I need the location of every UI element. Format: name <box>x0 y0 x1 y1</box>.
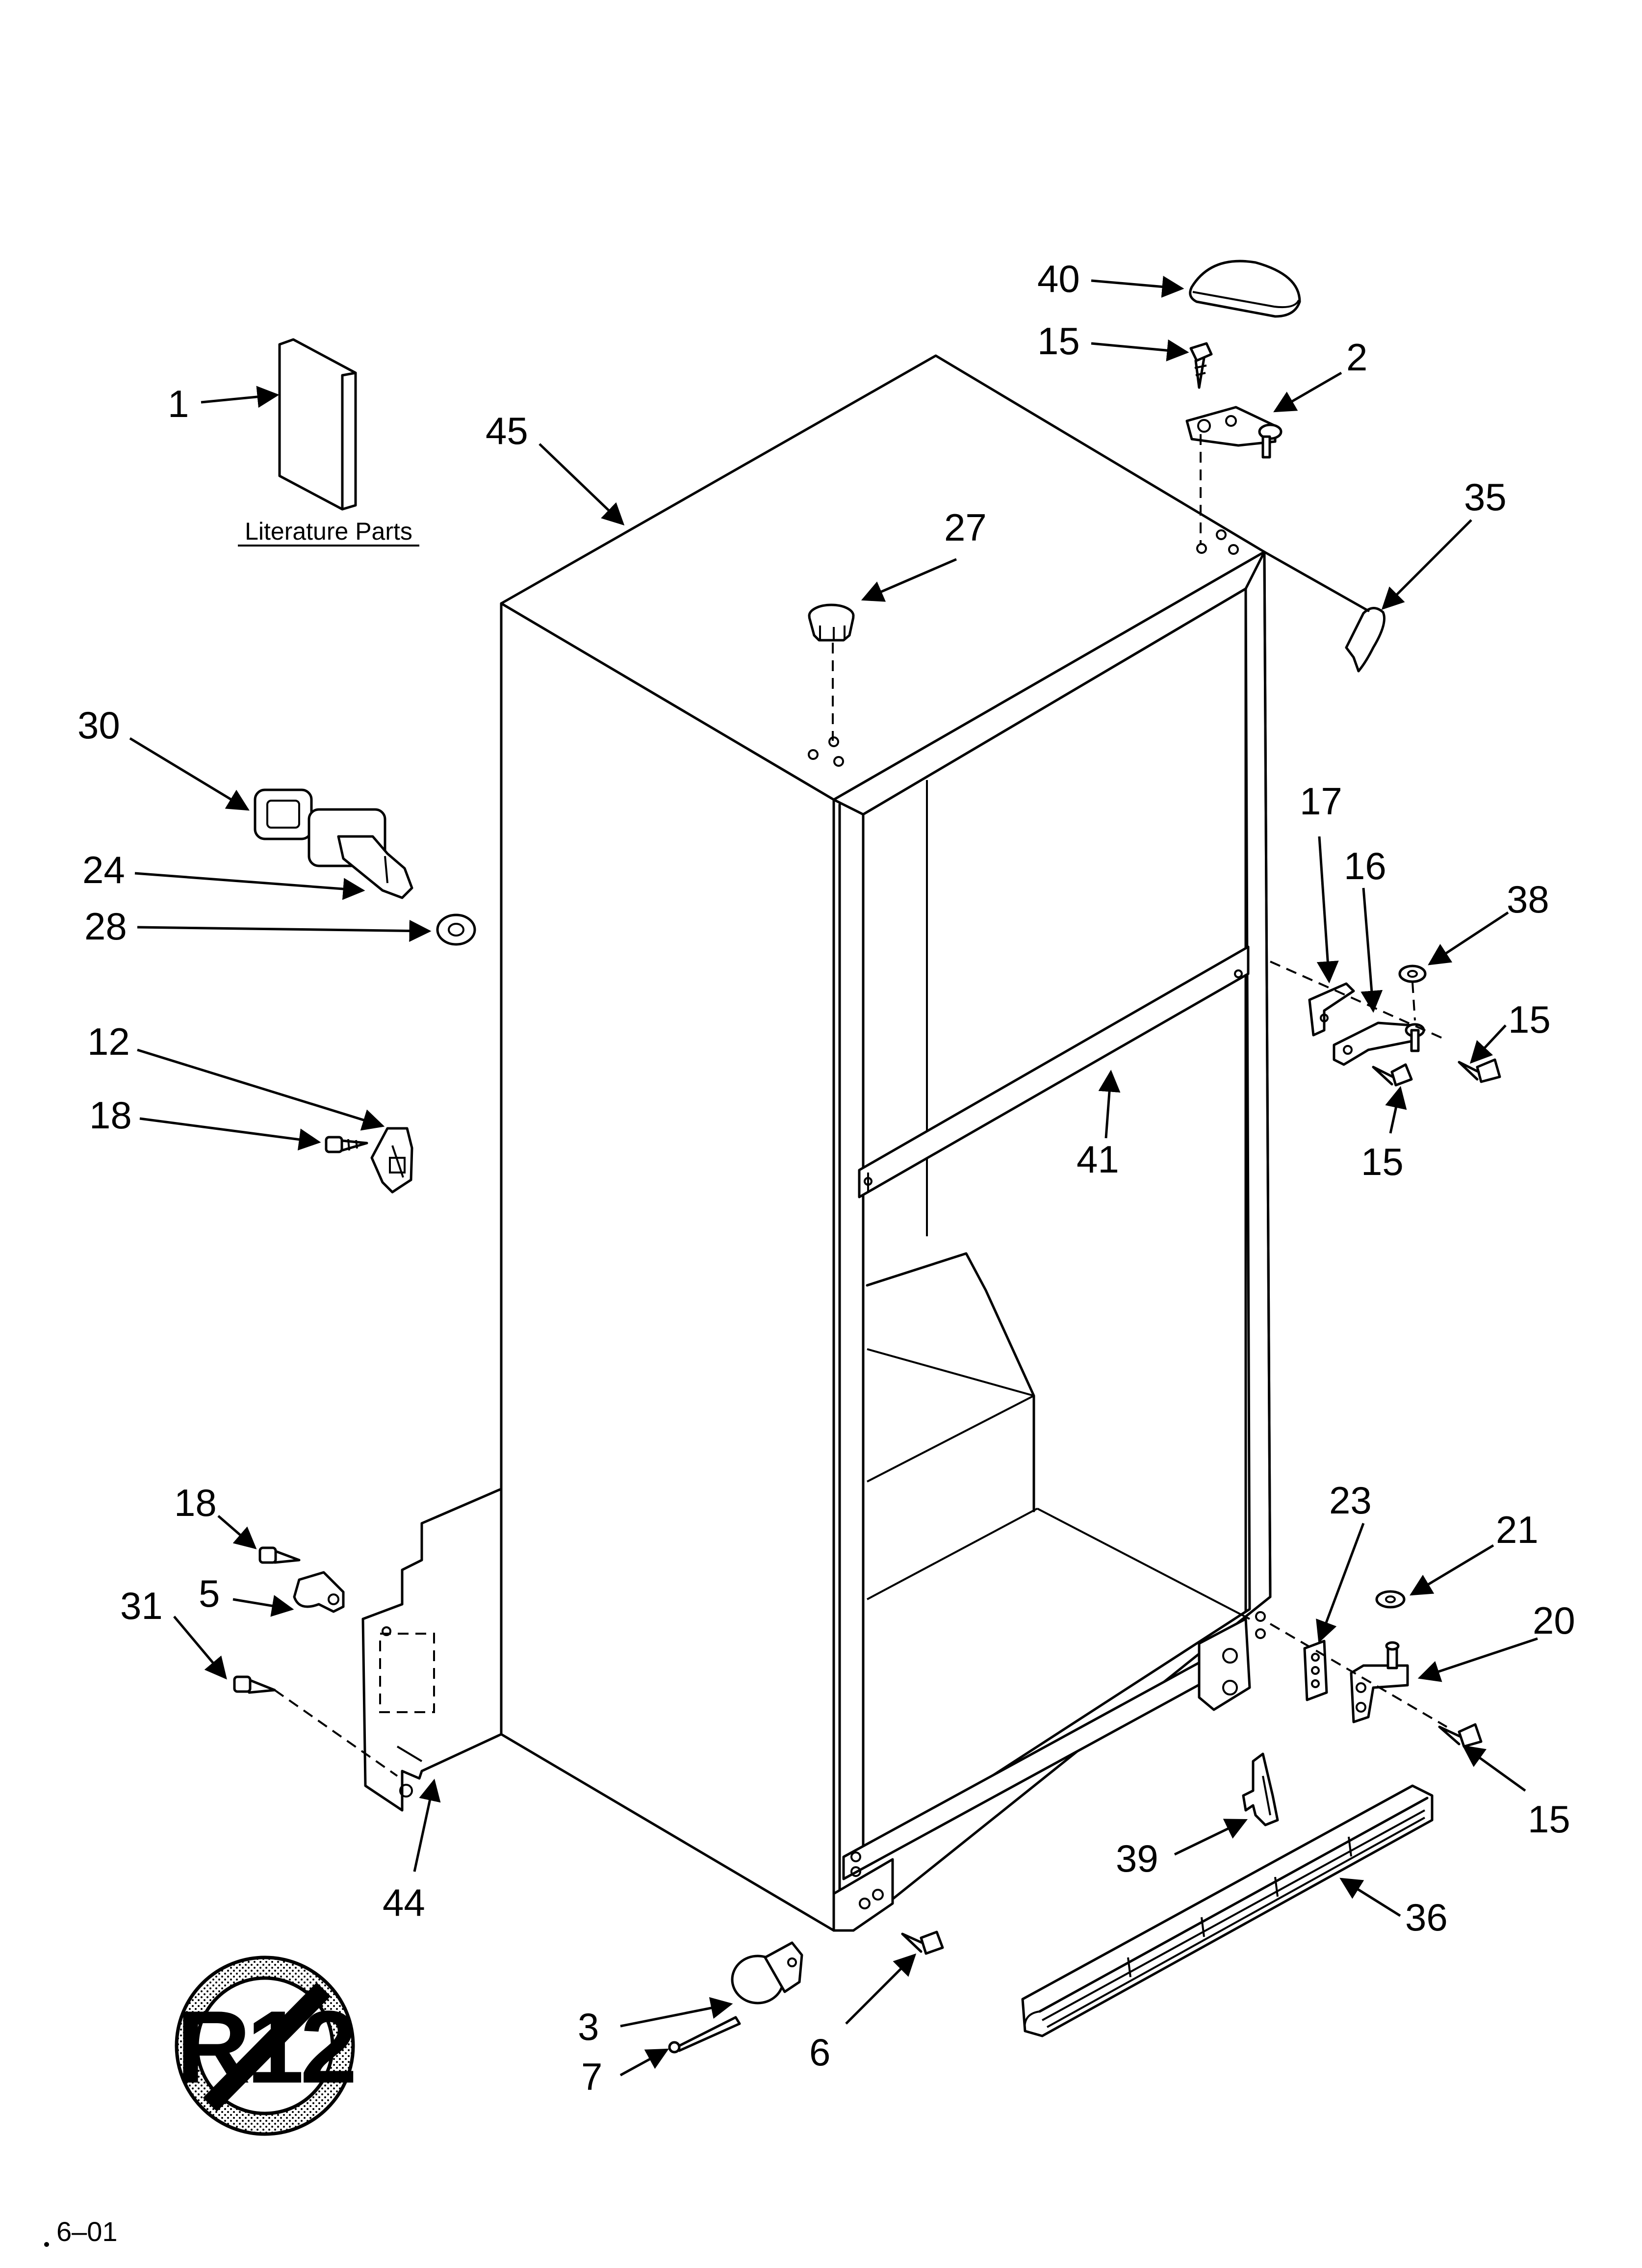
callout-17: 17 <box>1300 780 1342 823</box>
shim-part <box>1303 1640 1328 1701</box>
washer-38 <box>1398 965 1427 983</box>
cabinet-assembly <box>500 354 1272 1932</box>
callout-24: 24 <box>82 848 125 891</box>
callout-41: 41 <box>1077 1138 1119 1181</box>
callout-27: 27 <box>944 506 987 549</box>
roller-pin-part <box>668 2016 741 2054</box>
middle-hinge-part <box>1308 982 1425 1066</box>
grille-clip-part <box>1242 1752 1279 1826</box>
callout-18-lower: 18 <box>174 1481 217 1524</box>
revision-mark: 6–01 <box>44 2216 118 2247</box>
gasket-part <box>254 788 313 840</box>
leader-lines <box>129 276 1538 2077</box>
callout-40: 40 <box>1037 257 1080 300</box>
callout-15-bottom: 15 <box>1528 1798 1570 1841</box>
callout-38: 38 <box>1507 878 1549 921</box>
screw-18-lower <box>258 1546 301 1564</box>
callout-15-top: 15 <box>1037 319 1080 363</box>
literature-parts-label: Literature Parts <box>245 518 412 545</box>
grommet-part <box>436 913 476 946</box>
callout-labels: 1 40 15 2 45 27 35 30 24 28 12 18 17 16 … <box>77 257 1575 2098</box>
screw-18-upper <box>325 1136 368 1153</box>
screw-middle-right <box>1458 1058 1501 1083</box>
callout-23: 23 <box>1329 1479 1372 1522</box>
screw-middle-lower <box>1372 1063 1413 1087</box>
callout-6: 6 <box>809 2031 830 2074</box>
no-r12-symbol: R12 <box>175 1955 358 2136</box>
callout-3: 3 <box>578 2005 599 2048</box>
callout-12: 12 <box>87 1020 130 1063</box>
callout-18-upper: 18 <box>89 1094 132 1137</box>
callout-16: 16 <box>1344 844 1386 887</box>
callout-28: 28 <box>84 905 127 948</box>
callout-15-mid-right: 15 <box>1508 998 1551 1041</box>
screw-6-part <box>901 1930 944 1955</box>
callout-2: 2 <box>1346 336 1367 379</box>
revision-label: 6–01 <box>56 2216 118 2247</box>
roller-part <box>731 1941 803 2005</box>
screw-top <box>1189 342 1213 389</box>
latch-part <box>308 808 413 899</box>
callout-36: 36 <box>1405 1896 1448 1939</box>
callout-30: 30 <box>77 704 120 747</box>
hinge-cap-part <box>1345 607 1385 673</box>
tube-clamp-part <box>293 1571 345 1613</box>
divider-rail <box>858 945 1250 1199</box>
callout-20: 20 <box>1533 1599 1575 1642</box>
callout-45: 45 <box>486 409 528 452</box>
callout-21: 21 <box>1496 1508 1539 1551</box>
back-panel <box>361 1487 503 1812</box>
hinge-cover-part <box>1189 260 1301 318</box>
top-hinge-part <box>1185 406 1283 459</box>
base-grille-part <box>1021 1784 1434 2037</box>
clip-part <box>370 1127 413 1194</box>
callout-31: 31 <box>120 1584 163 1627</box>
callout-39: 39 <box>1116 1837 1158 1880</box>
callout-44: 44 <box>383 1881 425 1924</box>
screw-31-part <box>233 1675 276 1694</box>
literature-parts-book <box>278 338 357 511</box>
washer-21 <box>1375 1590 1406 1609</box>
callout-7: 7 <box>581 2055 602 2098</box>
callout-35: 35 <box>1464 475 1507 519</box>
callout-15-mid-lower: 15 <box>1361 1140 1404 1183</box>
callout-5: 5 <box>199 1572 220 1615</box>
bottom-hinge-part <box>1350 1641 1409 1723</box>
callout-1: 1 <box>168 382 189 425</box>
plug-part <box>808 603 855 642</box>
screw-bottom-hinge <box>1438 1723 1483 1748</box>
